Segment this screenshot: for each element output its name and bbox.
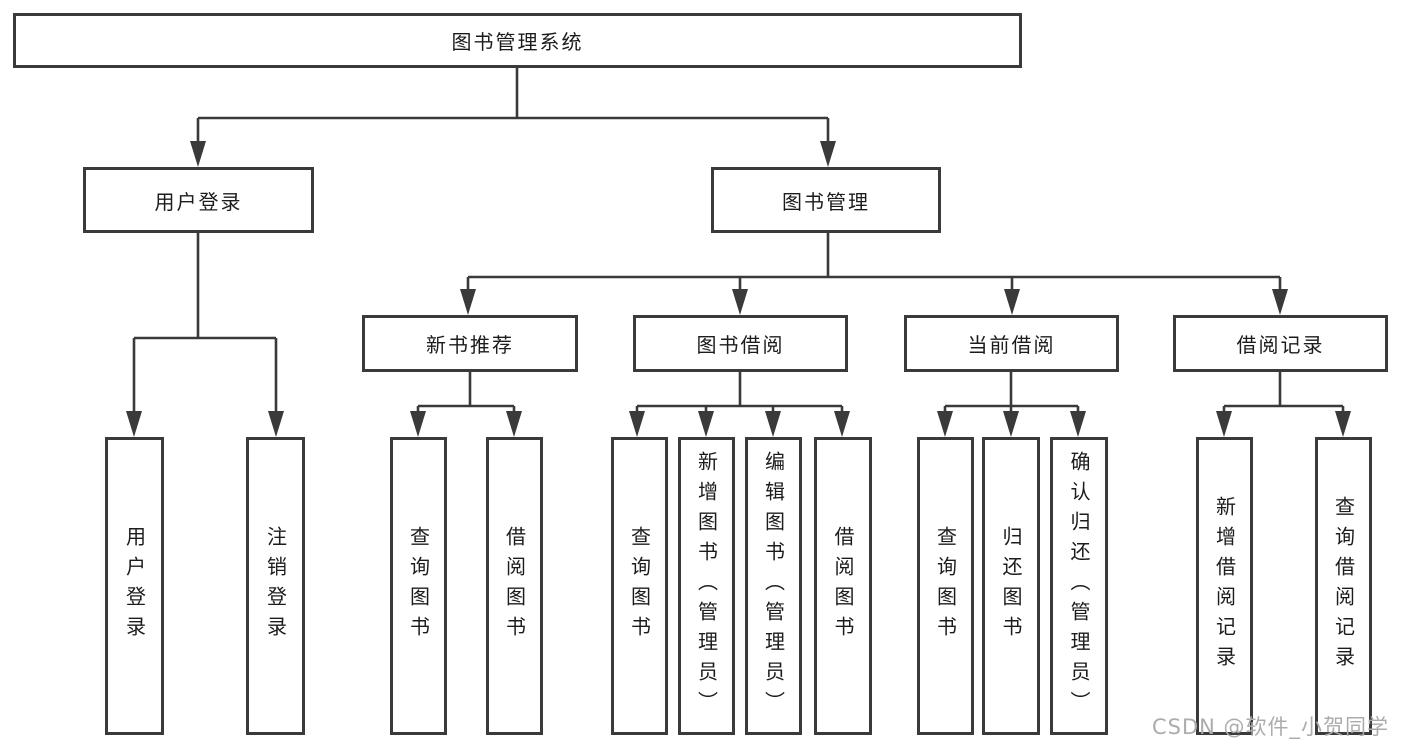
node-user-login: 用户登录 (83, 167, 314, 233)
leaf-query-books-recommend: 查询图书 (390, 437, 447, 735)
node-book-borrowing: 图书借阅 (633, 315, 848, 372)
leaf-user-login-label: 用户登录 (122, 526, 147, 646)
leaf-borrow-books-label: 借阅图书 (831, 526, 855, 646)
node-new-book-recommendation-label: 新书推荐 (426, 333, 514, 357)
leaf-edit-books-admin: 编辑图书（管理员） (745, 437, 802, 735)
node-book-borrowing-label: 图书借阅 (696, 333, 785, 357)
leaf-logout-login: 注销登录 (246, 437, 305, 735)
leaf-logout-login-label: 注销登录 (263, 526, 288, 646)
leaf-add-borrow-record: 新增借阅记录 (1196, 437, 1253, 735)
watermark: CSDN @软件_小贺同学 (1152, 715, 1390, 739)
leaf-query-borrow-record: 查询借阅记录 (1315, 437, 1372, 735)
leaf-query-books-borrow-label: 查询图书 (627, 526, 652, 646)
leaf-edit-books-admin-label: 编辑图书（管理员） (761, 451, 786, 721)
leaf-add-borrow-record-label: 新增借阅记录 (1212, 496, 1237, 676)
node-book-management-label: 图书管理 (782, 189, 870, 214)
leaf-query-books-current-label: 查询图书 (933, 526, 958, 646)
node-borrowing-records-label: 借阅记录 (1236, 333, 1325, 357)
leaf-borrow-books: 借阅图书 (814, 437, 872, 735)
leaf-user-login: 用户登录 (105, 437, 164, 735)
node-library-system: 图书管理系统 (13, 13, 1022, 68)
leaf-query-books-recommend-label: 查询图书 (406, 526, 431, 646)
leaf-add-books-admin: 新增图书（管理员） (678, 437, 735, 735)
node-borrowing-records: 借阅记录 (1173, 315, 1388, 372)
leaf-confirm-return-admin-label: 确认归还（管理员） (1067, 451, 1091, 721)
node-book-management: 图书管理 (711, 167, 941, 233)
leaf-query-books-borrow: 查询图书 (611, 437, 668, 735)
node-user-login-label: 用户登录 (154, 189, 243, 214)
node-current-borrowing-label: 当前借阅 (967, 333, 1056, 357)
node-current-borrowing: 当前借阅 (904, 315, 1119, 372)
node-new-book-recommendation: 新书推荐 (362, 315, 578, 372)
leaf-confirm-return-admin: 确认归还（管理员） (1050, 437, 1108, 735)
leaf-query-books-current: 查询图书 (917, 437, 974, 735)
leaf-return-books: 归还图书 (982, 437, 1040, 735)
node-library-system-label: 图书管理系统 (451, 30, 584, 54)
leaf-return-books-label: 归还图书 (999, 526, 1023, 646)
leaf-add-books-admin-label: 新增图书（管理员） (694, 451, 719, 721)
leaf-query-borrow-record-label: 查询借阅记录 (1331, 496, 1356, 676)
leaf-borrow-books-recommend: 借阅图书 (486, 437, 543, 735)
leaf-borrow-books-recommend-label: 借阅图书 (502, 526, 527, 646)
